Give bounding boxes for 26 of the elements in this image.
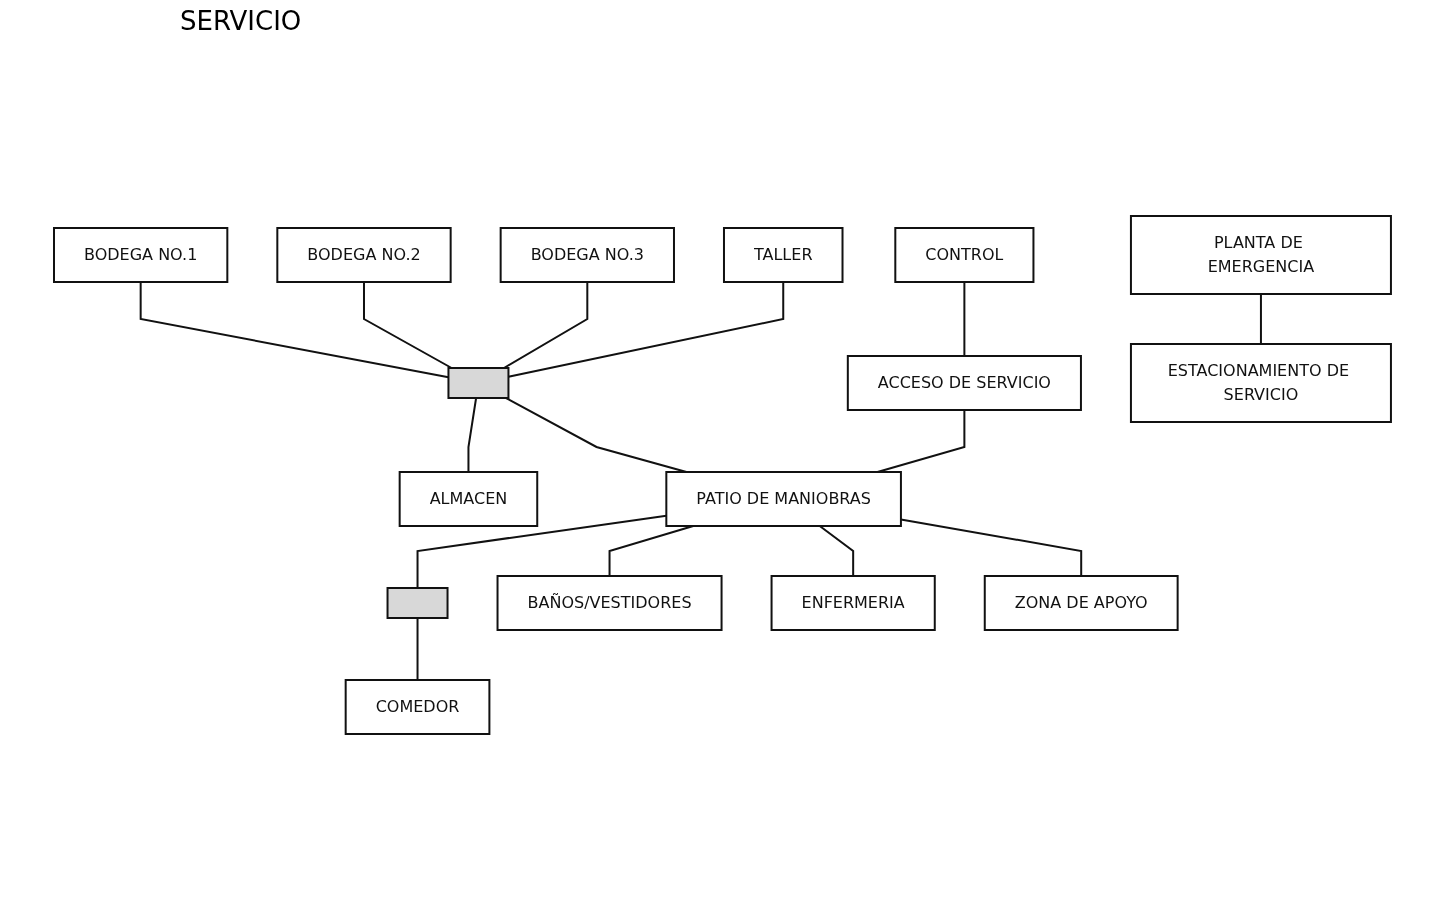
node-box (386, 587, 449, 619)
connector (876, 409, 966, 473)
node-box: BODEGA NO.3 (499, 227, 675, 283)
connector (818, 525, 855, 577)
node-box: BAÑOS/VESTIDORES (496, 575, 723, 631)
connector (363, 281, 453, 369)
connector (1259, 293, 1262, 345)
node-box: PLANTA DE EMERGENCIA (1129, 215, 1392, 295)
connector (467, 397, 478, 473)
connector (505, 397, 688, 473)
node-box: PATIO DE MANIOBRAS (665, 471, 902, 527)
node-box: BODEGA NO.2 (276, 227, 452, 283)
diagram-title: SERVICIO (180, 6, 302, 36)
node-box: ACCESO DE SERVICIO (846, 355, 1082, 411)
node-box: ZONA DE APOYO (983, 575, 1179, 631)
node-box: CONTROL (894, 227, 1035, 283)
node-box: TALLER (723, 227, 844, 283)
connector (963, 281, 966, 357)
node-box: BODEGA NO.1 (53, 227, 229, 283)
connector (416, 617, 419, 681)
node-box: ESTACIONAMIENTO DE SERVICIO (1129, 343, 1392, 423)
node-box: ALMACEN (398, 471, 539, 527)
node-box (447, 367, 510, 399)
node-box: ENFERMERIA (770, 575, 936, 631)
node-box: COMEDOR (344, 679, 491, 735)
connector (503, 281, 589, 369)
